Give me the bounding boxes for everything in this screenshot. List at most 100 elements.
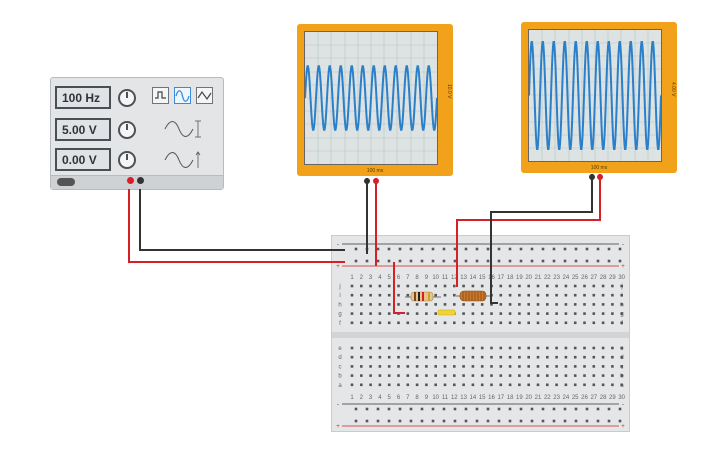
breadboard-hole[interactable] xyxy=(620,383,623,387)
breadboard-hole[interactable] xyxy=(618,419,622,423)
breadboard-hole[interactable] xyxy=(420,247,424,251)
breadboard-hole[interactable] xyxy=(518,284,521,288)
breadboard-hole[interactable] xyxy=(499,312,503,315)
breadboard-hole[interactable] xyxy=(536,303,540,306)
breadboard-hole[interactable] xyxy=(480,355,484,359)
breadboard-hole[interactable] xyxy=(453,383,456,387)
breadboard-hole[interactable] xyxy=(350,303,354,306)
breadboard-hole[interactable] xyxy=(573,346,577,350)
breadboard-hole[interactable] xyxy=(387,374,391,377)
resistor[interactable] xyxy=(405,291,441,302)
breadboard-hole[interactable] xyxy=(443,383,447,387)
breadboard-hole[interactable] xyxy=(519,407,523,411)
breadboard-hole[interactable] xyxy=(601,346,605,350)
breadboard-hole[interactable] xyxy=(397,346,400,350)
breadboard-hole[interactable] xyxy=(387,321,391,325)
scope-1-neg-terminal[interactable] xyxy=(364,178,370,184)
breadboard-hole[interactable] xyxy=(618,407,622,411)
breadboard-hole[interactable] xyxy=(596,259,600,263)
positive-terminal[interactable] xyxy=(127,177,134,184)
breadboard-hole[interactable] xyxy=(527,374,530,377)
breadboard-hole[interactable] xyxy=(546,374,549,377)
breadboard-hole[interactable] xyxy=(475,247,479,251)
breadboard-hole[interactable] xyxy=(490,312,493,315)
breadboard-hole[interactable] xyxy=(354,259,358,263)
breadboard-hole[interactable] xyxy=(397,293,400,297)
breadboard-hole[interactable] xyxy=(574,259,578,263)
breadboard-hole[interactable] xyxy=(434,303,437,306)
breadboard-hole[interactable] xyxy=(601,321,605,325)
breadboard-hole[interactable] xyxy=(490,303,493,306)
breadboard-hole[interactable] xyxy=(611,355,614,359)
breadboard-hole[interactable] xyxy=(546,293,549,297)
breadboard-hole[interactable] xyxy=(611,321,614,325)
breadboard-hole[interactable] xyxy=(397,374,400,377)
breadboard-hole[interactable] xyxy=(471,312,475,315)
breadboard-hole[interactable] xyxy=(471,346,475,350)
breadboard-hole[interactable] xyxy=(425,303,428,306)
breadboard-hole[interactable] xyxy=(499,355,503,359)
breadboard-hole[interactable] xyxy=(611,284,614,288)
breadboard-hole[interactable] xyxy=(508,259,512,263)
breadboard-hole[interactable] xyxy=(563,259,567,263)
breadboard-hole[interactable] xyxy=(434,374,437,377)
breadboard-hole[interactable] xyxy=(611,346,614,350)
breadboard-hole[interactable] xyxy=(431,259,435,263)
breadboard-hole[interactable] xyxy=(369,312,372,315)
breadboard-hole[interactable] xyxy=(499,374,503,377)
breadboard-hole[interactable] xyxy=(471,383,475,387)
breadboard-hole[interactable] xyxy=(611,374,614,377)
breadboard-hole[interactable] xyxy=(555,355,558,359)
breadboard-hole[interactable] xyxy=(592,303,596,306)
breadboard-hole[interactable] xyxy=(518,365,521,368)
breadboard-hole[interactable] xyxy=(508,303,512,306)
breadboard-hole[interactable] xyxy=(453,247,457,251)
breadboard-hole[interactable] xyxy=(564,346,568,350)
breadboard-hole[interactable] xyxy=(453,374,456,377)
breadboard-hole[interactable] xyxy=(350,355,354,359)
breadboard-hole[interactable] xyxy=(365,419,369,423)
breadboard-hole[interactable] xyxy=(453,355,456,359)
breadboard-hole[interactable] xyxy=(480,321,484,325)
breadboard-hole[interactable] xyxy=(508,321,512,325)
breadboard-hole[interactable] xyxy=(555,293,558,297)
breadboard-hole[interactable] xyxy=(611,293,614,297)
breadboard-hole[interactable] xyxy=(406,312,410,315)
breadboard-hole[interactable] xyxy=(462,374,465,377)
breadboard-hole[interactable] xyxy=(350,312,354,315)
breadboard-hole[interactable] xyxy=(536,284,540,288)
breadboard-hole[interactable] xyxy=(387,383,391,387)
breadboard-hole[interactable] xyxy=(415,374,419,377)
breadboard-hole[interactable] xyxy=(564,321,568,325)
breadboard-hole[interactable] xyxy=(415,383,419,387)
breadboard-hole[interactable] xyxy=(471,365,475,368)
breadboard-hole[interactable] xyxy=(387,419,391,423)
breadboard-hole[interactable] xyxy=(453,293,456,297)
square-wave-button[interactable] xyxy=(152,87,169,104)
breadboard-hole[interactable] xyxy=(425,355,428,359)
breadboard-hole[interactable] xyxy=(564,365,568,368)
breadboard-hole[interactable] xyxy=(360,374,363,377)
breadboard-hole[interactable] xyxy=(490,365,493,368)
breadboard-hole[interactable] xyxy=(497,419,501,423)
breadboard-hole[interactable] xyxy=(564,355,568,359)
breadboard-hole[interactable] xyxy=(607,247,611,251)
breadboard-hole[interactable] xyxy=(425,321,428,325)
breadboard-hole[interactable] xyxy=(443,346,447,350)
breadboard-hole[interactable] xyxy=(620,374,623,377)
breadboard-hole[interactable] xyxy=(406,303,410,306)
breadboard-hole[interactable] xyxy=(378,365,382,368)
breadboard-hole[interactable] xyxy=(536,355,540,359)
breadboard-hole[interactable] xyxy=(508,284,512,288)
breadboard-hole[interactable] xyxy=(425,346,428,350)
breadboard-hole[interactable] xyxy=(397,284,400,288)
breadboard-hole[interactable] xyxy=(499,303,503,306)
breadboard-hole[interactable] xyxy=(378,312,382,315)
breadboard-hole[interactable] xyxy=(387,293,391,297)
breadboard-hole[interactable] xyxy=(574,419,578,423)
breadboard-hole[interactable] xyxy=(555,383,558,387)
breadboard-hole[interactable] xyxy=(397,355,400,359)
breadboard-hole[interactable] xyxy=(398,419,402,423)
breadboard-hole[interactable] xyxy=(350,346,354,350)
breadboard-hole[interactable] xyxy=(583,293,586,297)
